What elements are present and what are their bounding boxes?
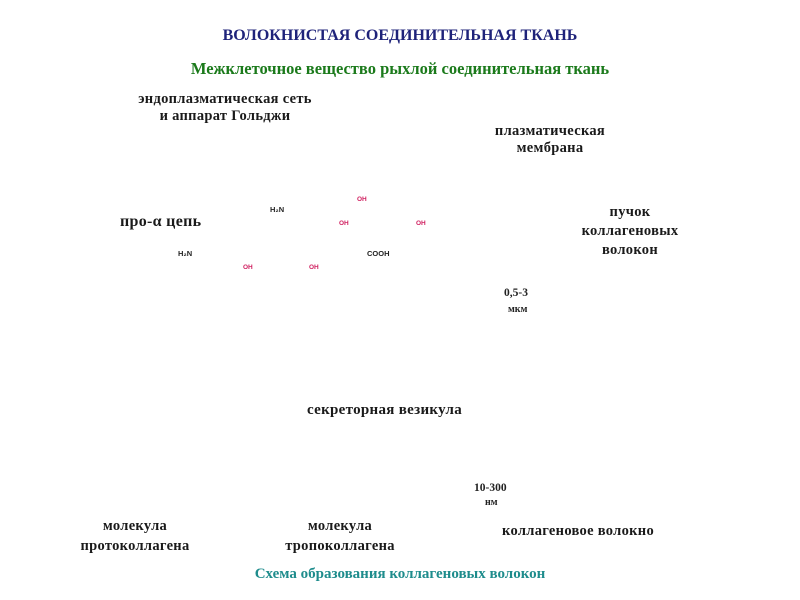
amino-terminus-label: H₂N <box>178 249 193 258</box>
ribosome <box>446 208 458 216</box>
red-fiber-stripes <box>570 319 712 327</box>
bundle-size-unit: мкм <box>508 304 528 315</box>
sugar-hexagon <box>365 471 375 483</box>
cytoplasm <box>55 143 640 485</box>
sugar-hexagon <box>285 241 295 253</box>
page-title: ВОЛОКНИСТАЯ СОЕДИНИТЕЛЬНАЯ ТКАНЬ <box>222 27 578 44</box>
hydroxyl-label: OH <box>357 196 367 203</box>
label-tropocollagen-line2: тропоколлагена <box>285 538 395 555</box>
er-golgi-compartment <box>57 144 459 379</box>
label-fiber-bundle-line2: коллагеновых <box>581 223 679 240</box>
sugar-hexagon <box>328 494 338 506</box>
page-subtitle: Межклеточное вещество рыхлой соединитель… <box>190 59 610 78</box>
label-procollagen: молекула протоколлагена <box>40 516 230 557</box>
ribosome <box>410 165 422 173</box>
sugar-hexagon <box>161 316 171 328</box>
sugar-hexagon <box>192 333 202 345</box>
label-procollagen-line1: молекула <box>102 518 168 534</box>
label-er-golgi: эндоплазматическая сеть и аппарат Гольдж… <box>100 91 350 124</box>
pro-alpha-chain-green-segment <box>314 169 348 175</box>
label-fiber-bundle-line1: пучок <box>609 204 651 220</box>
triple-helix-assembly <box>119 286 273 349</box>
label-er-golgi-line1: эндоплазматическая сеть <box>138 91 312 107</box>
procollagen-molecule <box>59 473 211 511</box>
pro-alpha-chain-red-segment <box>346 169 428 175</box>
sugar-hexagon <box>191 394 201 406</box>
leader-lines <box>139 132 493 476</box>
hydroxyl-label: OH <box>243 264 253 271</box>
plasma-membrane <box>54 142 642 486</box>
arrow-head <box>280 484 288 490</box>
collagen-fiber-cylinder <box>515 459 677 529</box>
label-tropocollagen-line1: молекула <box>307 518 373 534</box>
arrow-head <box>688 334 698 344</box>
sugar-hexagon <box>153 418 163 430</box>
sugar-hexagon <box>159 394 169 406</box>
sugar-hexagon <box>201 298 211 310</box>
label-collagen-fiber: коллагеновое волокно <box>502 523 654 539</box>
label-plasma-membrane-line2: мембрана <box>516 139 584 156</box>
sugar-hexagon <box>127 498 137 510</box>
vesicle-procollagen <box>87 393 231 431</box>
label-pro-alpha-chain: про-α цепь <box>120 213 202 230</box>
arrowheads <box>139 195 311 475</box>
label-er-golgi-line2: и аппарат Гольджи <box>159 107 291 124</box>
hydroxyl-label: OH <box>309 264 319 271</box>
amino-terminus-label: H₂N <box>270 205 285 214</box>
fiber-bands <box>545 460 676 528</box>
fiber-size-value: 10-300 <box>474 482 507 494</box>
secretory-vesicle <box>63 385 271 437</box>
fiber-size-unit: нм <box>485 497 498 508</box>
figure-caption: Схема образования коллагеновых волокон <box>254 566 546 582</box>
bundle-size-value: 0,5-3 <box>504 287 528 299</box>
label-plasma-membrane-line1: плазматическая <box>494 123 606 139</box>
label-tropocollagen: молекула тропоколлагена <box>260 516 420 557</box>
sugar-hexagon <box>131 474 141 486</box>
label-fiber-bundle-line3: волокон <box>601 242 659 259</box>
carboxyl-terminus-label: COOH <box>367 249 390 258</box>
arrow-head <box>458 484 466 490</box>
hydroxyl-label: OH <box>416 220 426 227</box>
red-fiber <box>565 317 719 329</box>
pro-alpha-chain-2 <box>296 209 338 215</box>
label-plasma-membrane: плазматическая мембрана <box>470 123 630 156</box>
hydroxyl-label: OH <box>339 220 349 227</box>
flow-arrows <box>220 339 713 495</box>
label-procollagen-line2: протоколлагена <box>80 538 190 555</box>
sugar-hexagon <box>332 471 342 483</box>
label-fiber-bundle: пучок коллагеновых волокон <box>560 203 700 260</box>
pro-alpha-chain-3 <box>202 252 244 258</box>
tropocollagen-molecule <box>299 484 405 492</box>
label-secretory-vesicle: секреторная везикула <box>307 402 463 418</box>
sugar-hexagon <box>164 474 174 486</box>
fiber-bundle <box>540 266 719 316</box>
